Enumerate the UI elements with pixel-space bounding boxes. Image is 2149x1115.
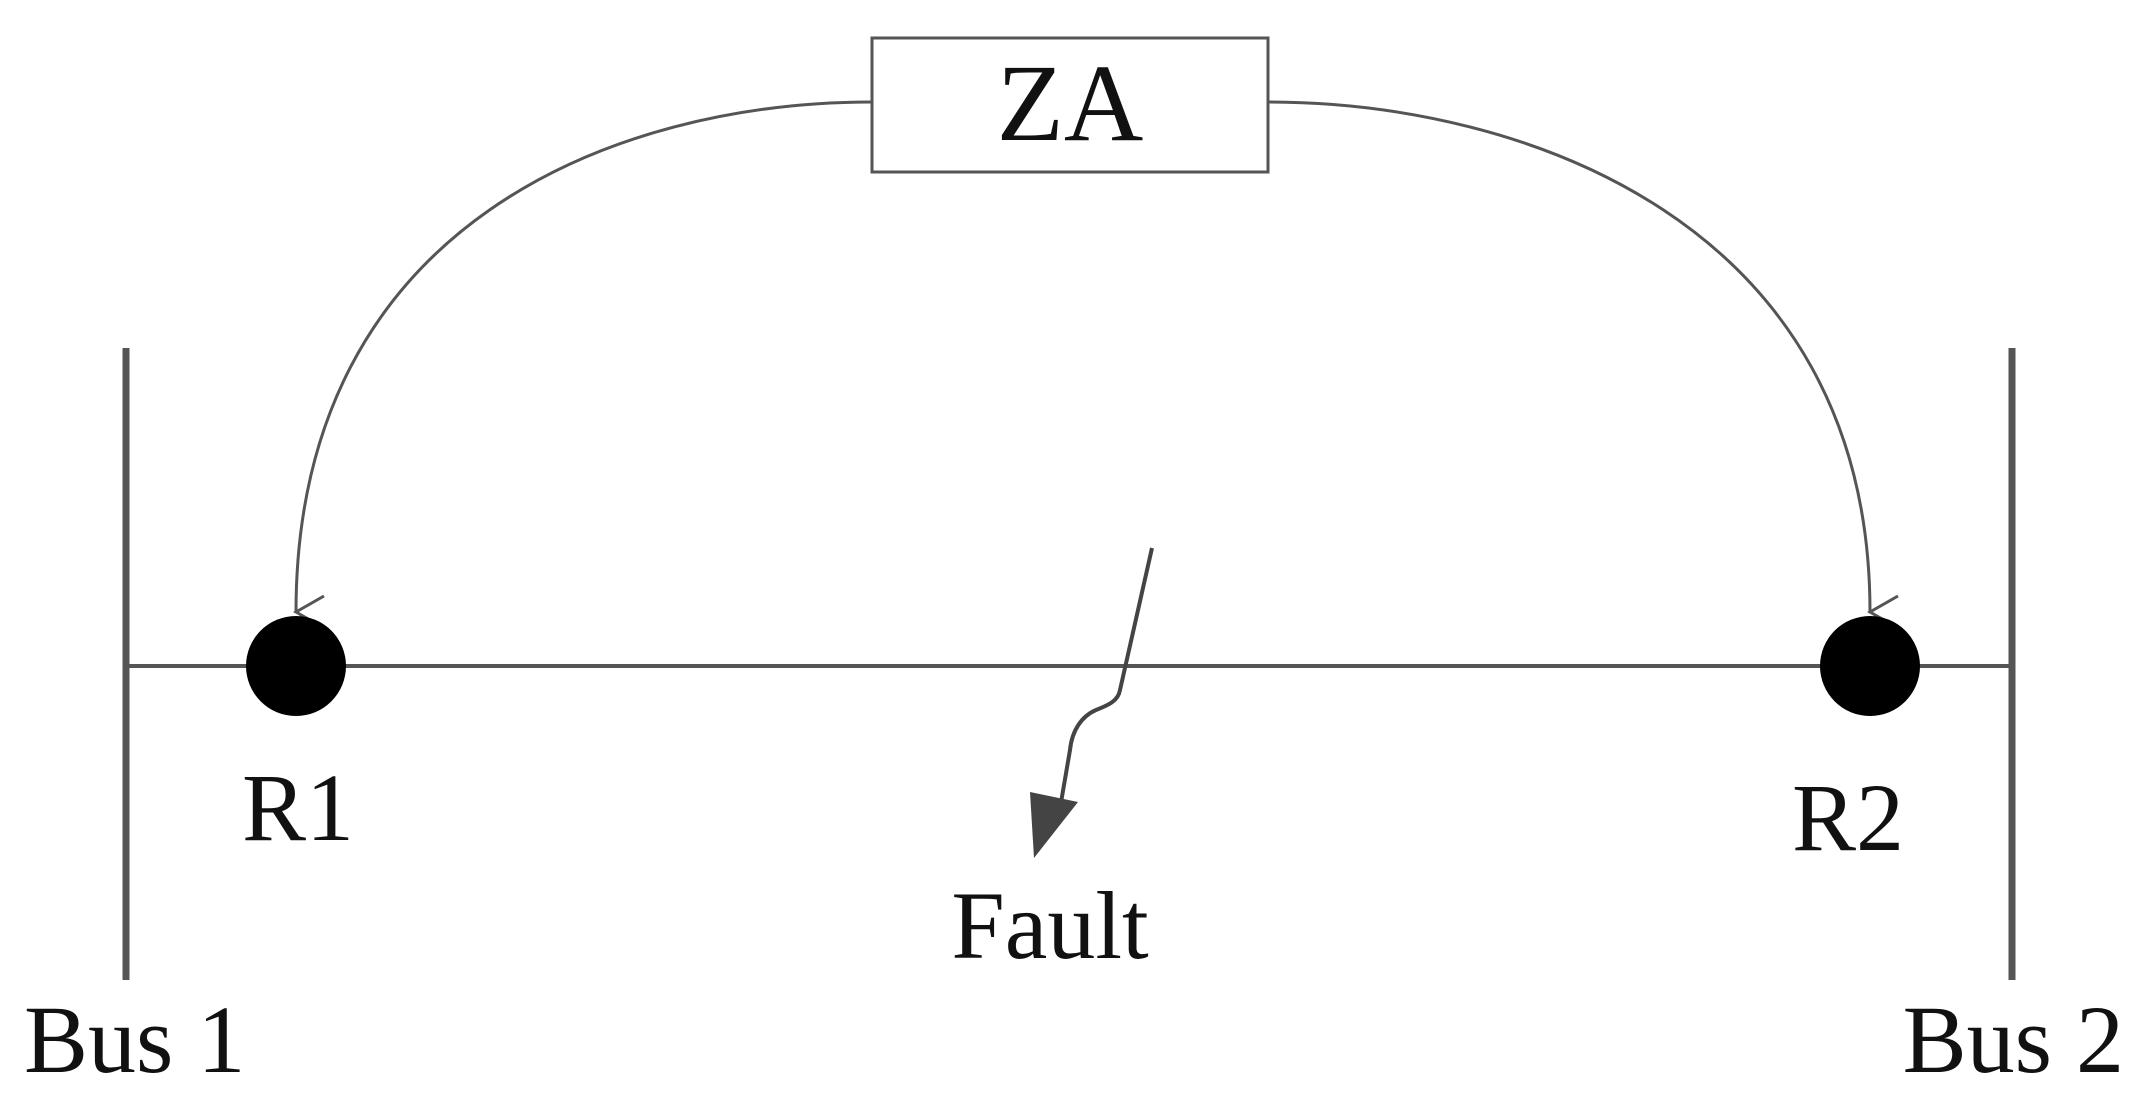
za-to-r1-arc (292, 100, 873, 630)
fault-lightning-icon (1056, 547, 1154, 821)
za-label: ZA (997, 42, 1144, 164)
relay-r2-label: R2 (1792, 764, 1904, 871)
bus-1-label: Bus 1 (24, 986, 245, 1093)
fault-label: Fault (951, 872, 1149, 979)
bus-2-label: Bus 2 (1903, 986, 2124, 1093)
fault-arrowhead-icon (1030, 792, 1078, 858)
za-to-r2-arc (1267, 100, 1899, 630)
za-box (870, 36, 1270, 174)
relay-r2 (1820, 616, 1920, 716)
relay-r1-label: R1 (242, 754, 354, 861)
relay-r1 (246, 616, 346, 716)
